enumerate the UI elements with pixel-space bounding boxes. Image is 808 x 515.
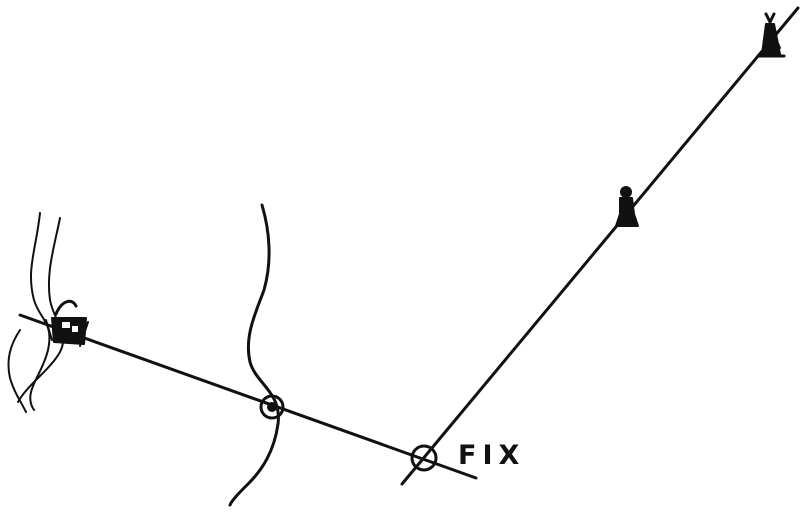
river-line: [230, 205, 278, 505]
bearing-line-right: [402, 8, 798, 484]
coastline: [8, 213, 63, 412]
fix-label: FIX: [458, 440, 525, 471]
tower-landmark-icon: [758, 14, 784, 56]
